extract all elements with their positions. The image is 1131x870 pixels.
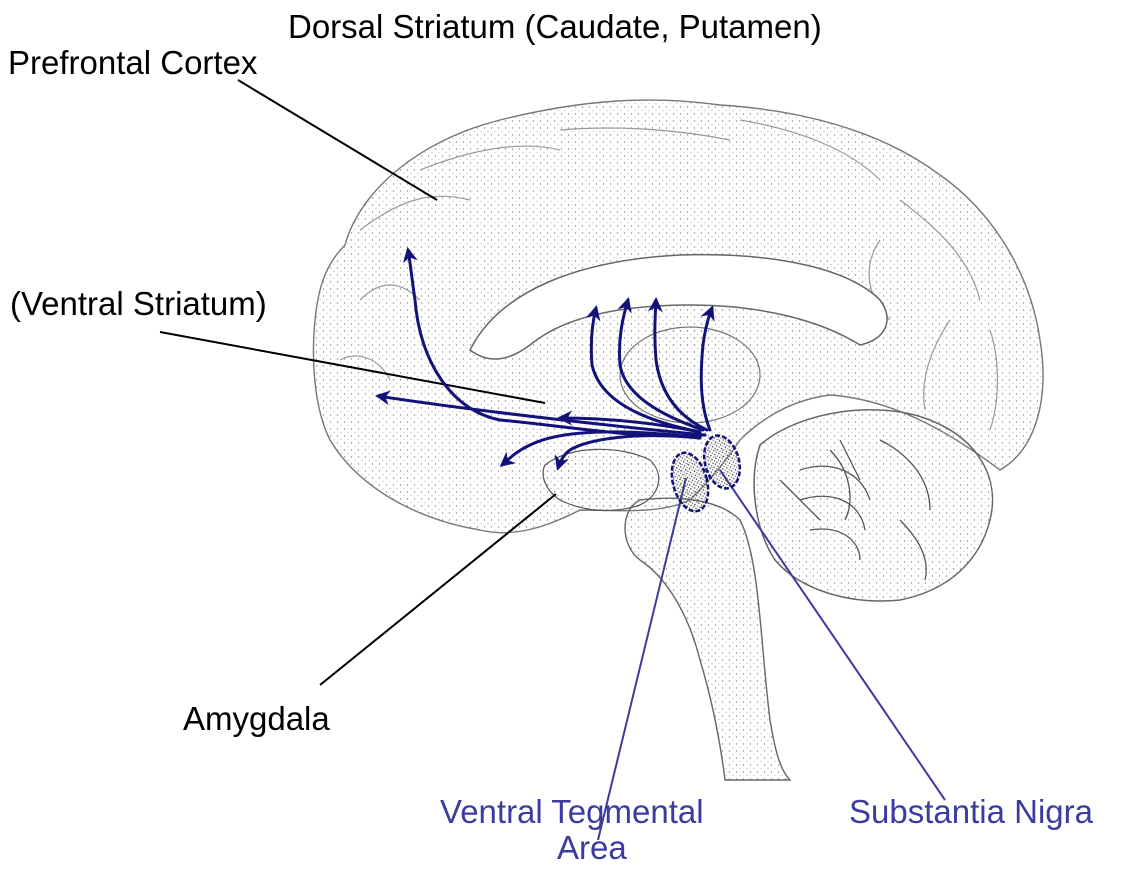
vta-label-line2: Area [557, 829, 627, 867]
thalamus [620, 327, 760, 423]
amygdala-label: Amygdala [183, 700, 330, 738]
prefrontal-cortex-label: Prefrontal Cortex [8, 44, 257, 82]
substantia-nigra-label: Substantia Nigra [849, 793, 1093, 831]
ventral-striatum-label: (Ventral Striatum) [10, 285, 267, 323]
amygdala-leader-line [320, 494, 556, 685]
prefrontal-leader-line [238, 80, 437, 200]
vta-label-line1: Ventral Tegmental [440, 793, 704, 831]
dorsal-striatum-label: Dorsal Striatum (Caudate, Putamen) [288, 8, 822, 46]
